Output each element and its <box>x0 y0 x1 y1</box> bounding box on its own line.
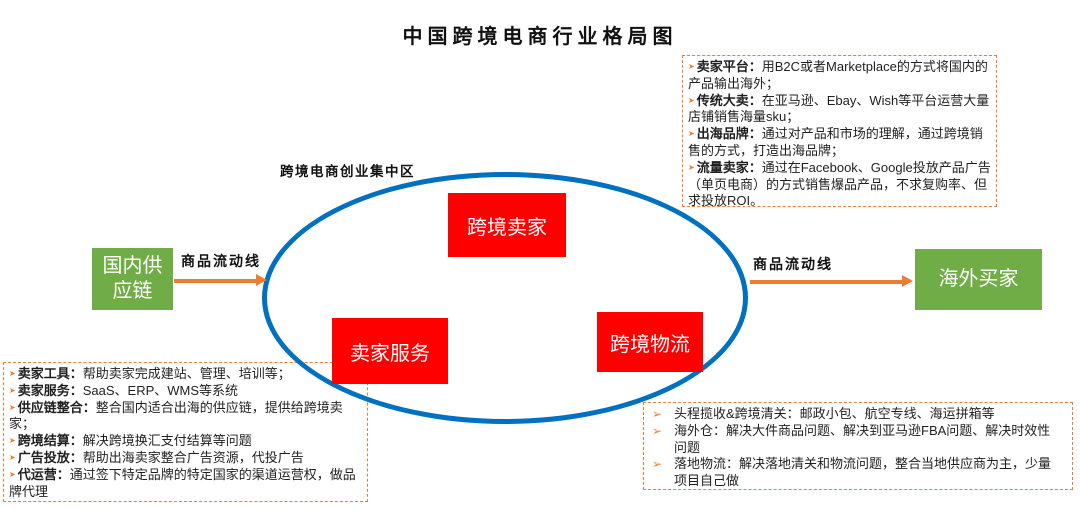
arrowhead-right-icon <box>256 274 267 286</box>
flow-label-left: 商品流动线 <box>181 254 261 270</box>
term-desc: 整合国内适合出海的供应链，提供给跨境卖家； <box>9 399 343 432</box>
flow-arrow-left <box>174 279 258 283</box>
node-cross-border-seller: 跨境卖家 <box>448 193 566 257</box>
term-desc: 通过对产品和市场的理解，通过跨境销售的方式，打造出海品牌； <box>688 126 983 158</box>
arrowhead-right-icon <box>902 275 913 287</box>
term-desc: SaaS、ERP、WMS等系统 <box>82 382 239 398</box>
arrow-bullet-icon: ➤ <box>9 385 16 395</box>
term-desc: 通过签下特定品牌的特定国家的渠道运营权，做品牌代理 <box>9 466 356 499</box>
node-cross-border-logistics: 跨境物流 <box>597 312 703 372</box>
arrow-bullet-icon: ➤ <box>688 95 695 105</box>
list-item: ➤卖家工具：帮助卖家完成建站、管理、培训等； <box>9 366 363 383</box>
list-item: ➢ 头程揽收&跨境清关：邮政小包、航空专线、海运拼箱等 <box>652 406 1052 423</box>
term-label: 卖家服务： <box>17 382 83 398</box>
term-label: 跨境结算： <box>17 433 83 449</box>
arrow-bullet-icon: ➢ <box>652 457 663 472</box>
list-item: ➤出海品牌：通过对产品和市场的理解，通过跨境销售的方式，打造出海品牌； <box>688 126 992 160</box>
page-title: 中国跨境电商行业格局图 <box>402 24 678 48</box>
arrow-bullet-icon: ➤ <box>9 469 16 479</box>
node-seller-service: 卖家服务 <box>332 318 448 384</box>
seller-services-panel: ➤卖家工具：帮助卖家完成建站、管理、培训等； ➤卖家服务：SaaS、ERP、WM… <box>3 362 368 502</box>
list-item: ➢ 落地物流：解决落地清关和物流问题，整合当地供应商为主，少量项目自己做 <box>652 456 1052 490</box>
term-label: 传统大卖： <box>696 92 762 108</box>
logistics-item-text: 落地物流：解决落地清关和物流问题，整合当地供应商为主，少量项目自己做 <box>674 456 1052 489</box>
term-desc: 帮助卖家完成建站、管理、培训等； <box>82 366 291 381</box>
list-item: ➤传统大卖：在亚马逊、Ebay、Wish等平台运营大量店铺销售海量sku； <box>688 93 992 127</box>
flow-arrow-right <box>750 280 904 284</box>
logistics-panel: ➢ 头程揽收&跨境清关：邮政小包、航空专线、海运拼箱等 ➢ 海外仓：解决大件商品问题… <box>643 402 1073 490</box>
node-overseas-buyer: 海外买家 <box>915 249 1042 310</box>
list-item: ➤卖家服务：SaaS、ERP、WMS等系统 <box>9 383 363 400</box>
logistics-item-text: 头程揽收&跨境清关：邮政小包、航空专线、海运拼箱等 <box>674 406 995 421</box>
logistics-item-text: 海外仓：解决大件商品问题、解决到亚马逊FBA问题、解决时效性问题 <box>674 422 1051 455</box>
term-label: 卖家平台： <box>696 59 762 74</box>
term-desc: 解决跨境换汇支付结算等问题 <box>82 433 252 449</box>
list-item: ➤流量卖家：通过在Facebook、Google投放产品广告（单页电商）的方式销… <box>688 160 992 210</box>
term-label: 卖家工具： <box>17 366 83 381</box>
cluster-zone-label: 跨境电商创业集中区 <box>280 164 415 180</box>
arrow-bullet-icon: ➤ <box>9 452 16 462</box>
flow-label-right: 商品流动线 <box>753 257 833 273</box>
term-desc: 帮助出海卖家整合广告资源，代投广告 <box>82 449 304 465</box>
arrow-bullet-icon: ➤ <box>9 436 16 446</box>
list-item: ➤供应链整合：整合国内适合出海的供应链，提供给跨境卖家； <box>9 400 363 434</box>
list-item: ➤广告投放：帮助出海卖家整合广告资源，代投广告 <box>9 450 363 467</box>
list-item: ➤代运营：通过签下特定品牌的特定国家的渠道运营权，做品牌代理 <box>9 467 363 501</box>
arrow-bullet-icon: ➤ <box>9 369 16 378</box>
list-item: ➤卖家平台：用B2C或者Marketplace的方式将国内的产品输出海外； <box>688 59 992 93</box>
arrow-bullet-icon: ➤ <box>688 62 695 71</box>
term-desc: 用B2C或者Marketplace的方式将国内的产品输出海外； <box>688 59 988 91</box>
arrow-bullet-icon: ➤ <box>9 402 16 412</box>
cluster-ellipse <box>262 172 748 424</box>
arrow-bullet-icon: ➢ <box>652 423 663 438</box>
term-label: 流量卖家： <box>696 159 762 175</box>
arrow-bullet-icon: ➤ <box>688 129 695 139</box>
term-desc: 通过在Facebook、Google投放产品广告（单页电商）的方式销售爆品产品，… <box>688 159 991 209</box>
node-domestic-supply-chain: 国内供应链 <box>92 248 173 310</box>
arrow-bullet-icon: ➢ <box>652 407 663 421</box>
term-label: 出海品牌： <box>696 126 762 142</box>
term-desc: 在亚马逊、Ebay、Wish等平台运营大量店铺销售海量sku； <box>688 92 990 125</box>
arrow-bullet-icon: ➤ <box>688 162 695 172</box>
list-item: ➤跨境结算：解决跨境换汇支付结算等问题 <box>9 433 363 450</box>
term-label: 代运营： <box>17 466 70 482</box>
list-item: ➢ 海外仓：解决大件商品问题、解决到亚马逊FBA问题、解决时效性问题 <box>652 423 1052 457</box>
seller-types-panel: ➤卖家平台：用B2C或者Marketplace的方式将国内的产品输出海外； ➤传… <box>682 55 997 210</box>
term-label: 供应链整合： <box>17 399 96 415</box>
term-label: 广告投放： <box>17 449 83 465</box>
